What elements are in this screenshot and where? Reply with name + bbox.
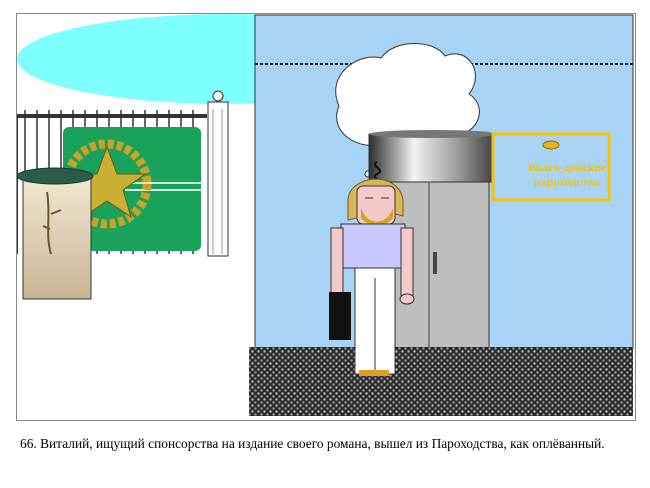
building-sign-text: Волго-донское пароходство [527, 160, 607, 189]
thought-bubble-text: Как бы с ним чего не случилось. В смысле… [363, 78, 451, 129]
caption: 66. Виталий, ищущий спонсорства на издан… [20, 436, 605, 451]
building-sign [491, 132, 611, 202]
gate-post [207, 90, 229, 257]
scene-illustration [17, 14, 634, 416]
gravel-path [249, 347, 633, 416]
advertising-pillar [17, 167, 94, 300]
illustration-frame: Как бы с ним чего не случилось. В смысле… [16, 13, 636, 421]
vent-cylinder [368, 130, 498, 183]
man-figure [329, 161, 415, 376]
